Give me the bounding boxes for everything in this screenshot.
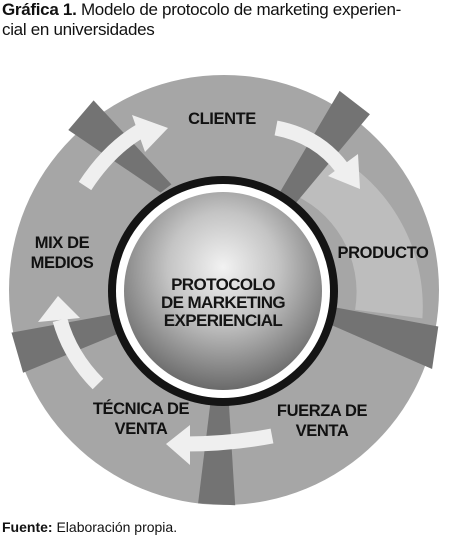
arrow-head-producto xyxy=(328,154,360,189)
divider-bottom xyxy=(198,396,236,506)
arrow-head-tecnica xyxy=(166,425,190,465)
cycle-arrows xyxy=(52,120,348,452)
center-label-line2: DE MARKETING xyxy=(161,293,285,312)
segment-label-producto: PRODUCTO xyxy=(338,244,429,262)
figure-caption: Gráfica 1. Modelo de protocolo de market… xyxy=(2,0,446,40)
segment-producto xyxy=(286,152,423,319)
source-text: Elaboración propia. xyxy=(56,519,178,535)
arrow-mix-to-cliente xyxy=(78,123,146,191)
caption-title-line2: cial en universidades xyxy=(2,20,155,39)
center-label-line1: PROTOCOLO xyxy=(171,275,275,294)
segment-label-mix-line2: MEDIOS xyxy=(31,254,94,272)
segment-label-tecnica-line1: TÉCNICA DE xyxy=(93,399,190,418)
source-label: Fuente: xyxy=(2,519,53,535)
arrow-head-cliente xyxy=(132,115,168,152)
segment-label-fuerza-line1: FUERZA DE xyxy=(277,402,368,420)
source-note: Fuente: Elaboración propia. xyxy=(2,519,177,535)
arrow-head-mix xyxy=(38,296,80,322)
caption-label: Gráfica 1. xyxy=(2,0,77,19)
segment-label-mix-line1: MIX DE xyxy=(35,234,90,252)
divider-right xyxy=(328,306,439,369)
segment-label-fuerza-line2: VENTA xyxy=(296,422,349,440)
arrow-cliente-to-producto xyxy=(274,120,348,173)
arrow-fuerza-to-tecnica xyxy=(184,428,274,452)
center-label-line3: EXPERIENCIAL xyxy=(164,311,283,330)
segment-label-tecnica-line2: VENTA xyxy=(115,420,168,438)
arrow-heads xyxy=(38,115,360,465)
arrow-tecnica-to-mix xyxy=(52,317,104,390)
center-disc xyxy=(124,192,322,390)
segment-label-cliente: CLIENTE xyxy=(188,110,256,128)
caption-title-line1: Modelo de protocolo de marketing experie… xyxy=(80,0,401,19)
